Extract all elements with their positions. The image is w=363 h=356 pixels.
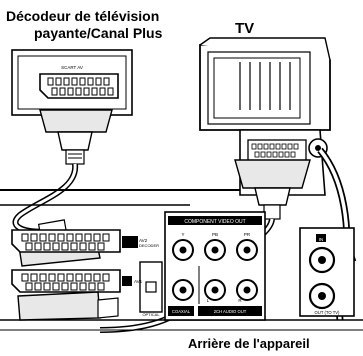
av2-label: AV2 <box>139 238 148 243</box>
decoder-cable <box>12 163 79 235</box>
decoder-label-line2: payante/Canal Plus <box>34 25 163 41</box>
optical-label: OPTICAL <box>142 312 160 317</box>
av1-badge <box>122 276 132 286</box>
out-to-tv-label: OUT (TO TV) <box>315 310 340 315</box>
av2-badge <box>122 236 138 248</box>
decoder-jack-label: DECODER <box>139 243 159 248</box>
scart-av-text: SCART AV <box>61 65 83 70</box>
coaxial-bar <box>168 306 194 316</box>
2ch-audio-out-label: 2CH AUDIO OUT <box>214 309 247 314</box>
decoder-scart-plug <box>39 109 113 165</box>
tv-set <box>199 37 331 196</box>
component-video-out-label: COMPONENT VIDEO OUT <box>184 219 245 225</box>
tv-scart-plug <box>234 159 311 220</box>
r-label: R <box>238 298 242 303</box>
pr-label: PR <box>244 232 251 237</box>
coaxial-label: COAXIAL <box>172 309 191 314</box>
component-header-bar <box>168 216 262 225</box>
tv-label: TV <box>235 20 255 37</box>
rear-of-unit-label: Arrière de l'appareil <box>188 336 310 351</box>
pb-label: PB <box>212 232 218 237</box>
l-label: L <box>207 298 210 303</box>
av1-label: AV1 <box>134 279 143 284</box>
unit-rear-panel <box>0 189 363 331</box>
decoder-box: SCART AV <box>11 49 133 116</box>
in-label: IN <box>319 237 324 242</box>
decoder-scart-socket <box>39 73 119 99</box>
y-label: Y <box>181 232 184 237</box>
decoder-label-line1: Décodeur de télévision <box>6 8 160 24</box>
audio-out-bar <box>198 306 262 316</box>
device-labels: AV2 DECODER AV1 COMPONENT VIDEO OUT Y PB… <box>134 219 340 317</box>
